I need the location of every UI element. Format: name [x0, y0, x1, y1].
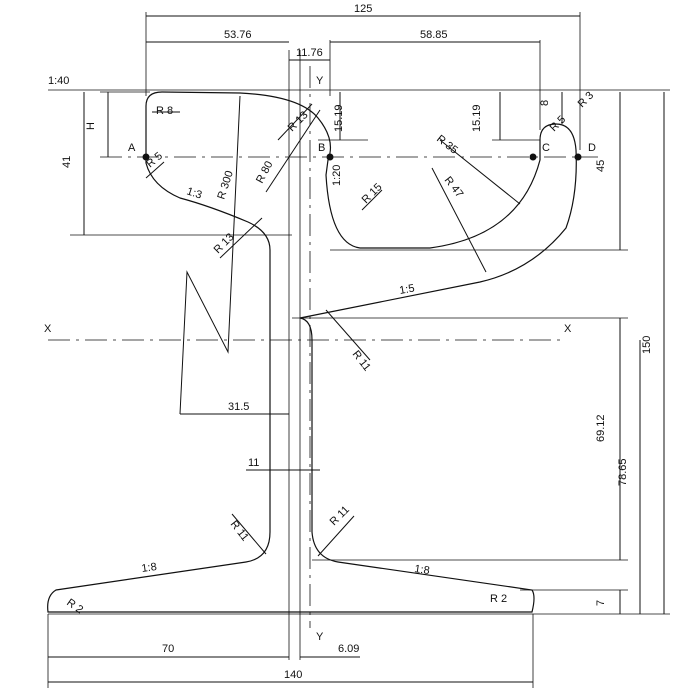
radius-r11-bl-label: R 11 [228, 518, 251, 543]
dim-70-label: 70 [162, 643, 174, 655]
slope-1-20-label: 1:20 [331, 165, 343, 186]
radius-r2-left-label: R 2 [64, 597, 85, 617]
dim-6-09-label: 6.09 [338, 643, 359, 655]
leader-r13-mid [219, 217, 263, 259]
slope-1-3-label: 1:3 [185, 185, 203, 201]
dim-140-label: 140 [284, 669, 302, 681]
slope-1-40-label: 1:40 [48, 75, 69, 87]
point-b-marker [326, 153, 334, 161]
radius-r3-label: R 3 [576, 90, 597, 111]
dim-45-label: 45 [595, 160, 607, 172]
dim-1519-left-label: 15.19 [333, 104, 345, 132]
radius-r5-right-label: R 5 [548, 114, 569, 135]
axis-y-top-label: Y [316, 75, 324, 87]
radius-r47-label: R 47 [442, 174, 466, 200]
point-b-label: B [318, 142, 325, 154]
dim-7-label: 7 [595, 600, 607, 606]
axis-x-right-label: X [564, 323, 572, 335]
dim-1519-right-label: 15.19 [471, 104, 483, 132]
point-a-label: A [128, 142, 136, 154]
dim-58-85-label: 58.85 [420, 29, 448, 41]
leader-r11-x [325, 309, 371, 361]
dim-150-label: 150 [641, 336, 653, 354]
leader-r5-left [145, 161, 165, 179]
dim-31-5-label: 31.5 [228, 401, 249, 413]
dim-41-label: 41 [61, 156, 73, 168]
leader-r47 [431, 167, 487, 273]
leader-r35 [439, 139, 521, 205]
leader-r11-bl [231, 513, 267, 555]
leader-r11-br [317, 515, 355, 557]
radius-r11-br-label: R 11 [328, 504, 352, 528]
slope-1-8-right-label: 1:8 [414, 563, 431, 577]
point-d-marker [574, 153, 582, 161]
radius-r300-label: R 300 [215, 169, 235, 201]
leader-r13-top [277, 103, 313, 141]
axis-x-left-label: X [44, 323, 52, 335]
axis-y-bottom-label: Y [316, 631, 324, 643]
radius-r2-right-label: R 2 [490, 593, 507, 605]
dim-125-label: 125 [354, 3, 372, 15]
radius-r11-x-label: R 11 [350, 348, 373, 373]
radius-r15-label: R 15 [360, 181, 385, 206]
radius-r8-label: R 8 [156, 105, 173, 117]
point-c-marker [529, 153, 537, 161]
dim-11-76-label: 11.76 [296, 47, 323, 59]
rail-profile-outline [47, 91, 577, 613]
dim-69-12-label: 69.12 [595, 414, 607, 442]
dim-h-label: H [85, 122, 97, 130]
point-c-label: C [542, 142, 550, 154]
zigzag-leader [179, 95, 241, 415]
dim-11-web-label: 11 [248, 457, 259, 469]
dim-53-76-label: 53.76 [224, 29, 252, 41]
leader-r15 [361, 189, 383, 211]
slope-1-5-label: 1:5 [398, 282, 415, 296]
point-d-label: D [588, 142, 596, 154]
dim-8-label: 8 [539, 100, 551, 106]
leader-r80 [265, 109, 321, 193]
slope-1-8-left-label: 1:8 [141, 561, 158, 575]
dim-78-65-label: 78.65 [617, 458, 629, 486]
point-a-marker [142, 153, 150, 161]
